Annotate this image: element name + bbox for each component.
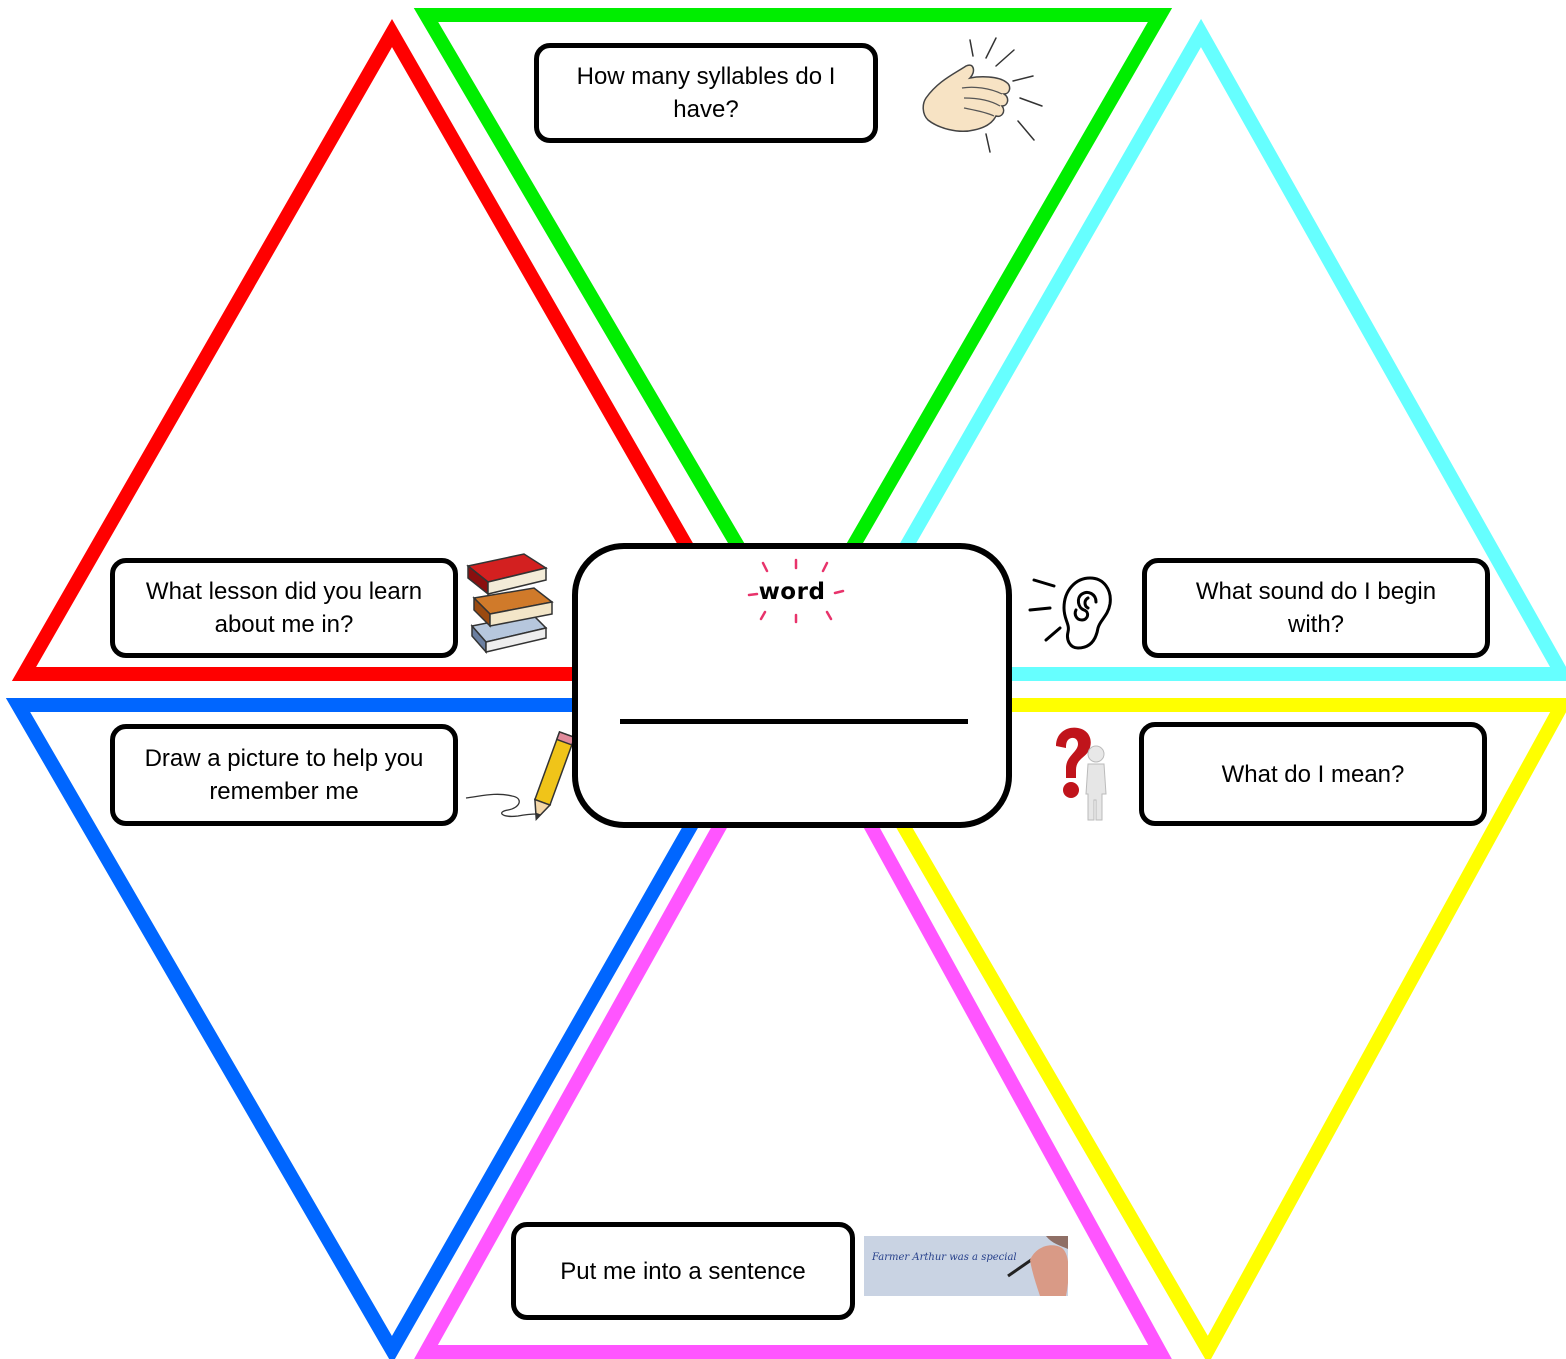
hand-with-pen-icon <box>1007 1236 1068 1296</box>
handwriting-sample-text: Farmer Arthur was a special <box>872 1252 1017 1263</box>
center-word-box: word <box>572 543 1012 828</box>
word-writing-line[interactable] <box>620 719 968 724</box>
lesson-prompt-text: What lesson did you learn about me in? <box>145 578 423 638</box>
draw-prompt-text: Draw a picture to help you remember me <box>144 745 424 805</box>
question-mark-person-icon <box>1056 727 1107 821</box>
sentence-prompt-text: Put me into a sentence <box>560 1257 806 1285</box>
sound-prompt-text: What sound do I begin with? <box>1195 578 1437 638</box>
ear-icon <box>1028 576 1112 650</box>
pencil-drawing-icon <box>465 730 572 821</box>
clapping-hands-icon <box>922 37 1043 153</box>
sound-prompt: What sound do I begin with? <box>1142 558 1490 658</box>
books-stack-icon <box>466 553 554 654</box>
draw-prompt: Draw a picture to help you remember me <box>110 724 458 826</box>
word-sparkle-icon <box>747 558 845 624</box>
lesson-prompt: What lesson did you learn about me in? <box>110 558 458 658</box>
triangle-bottom <box>414 675 1172 1359</box>
syllables-prompt-text: How many syllables do I have? <box>576 63 836 123</box>
syllables-prompt: How many syllables do I have? <box>534 43 878 143</box>
triangle-top-right <box>820 18 1566 681</box>
meaning-prompt: What do I mean? <box>1139 722 1487 826</box>
meaning-prompt-text: What do I mean? <box>1221 760 1405 788</box>
triangle-bottom-right <box>820 698 1566 1359</box>
triangle-top <box>413 7 1173 659</box>
sentence-prompt: Put me into a sentence <box>511 1222 855 1320</box>
triangle-bottom-left <box>5 698 773 1359</box>
handwriting-pen-icon: Farmer Arthur was a special <box>864 1236 1068 1296</box>
word-label: word <box>758 579 826 605</box>
triangle-top-left <box>11 18 773 681</box>
